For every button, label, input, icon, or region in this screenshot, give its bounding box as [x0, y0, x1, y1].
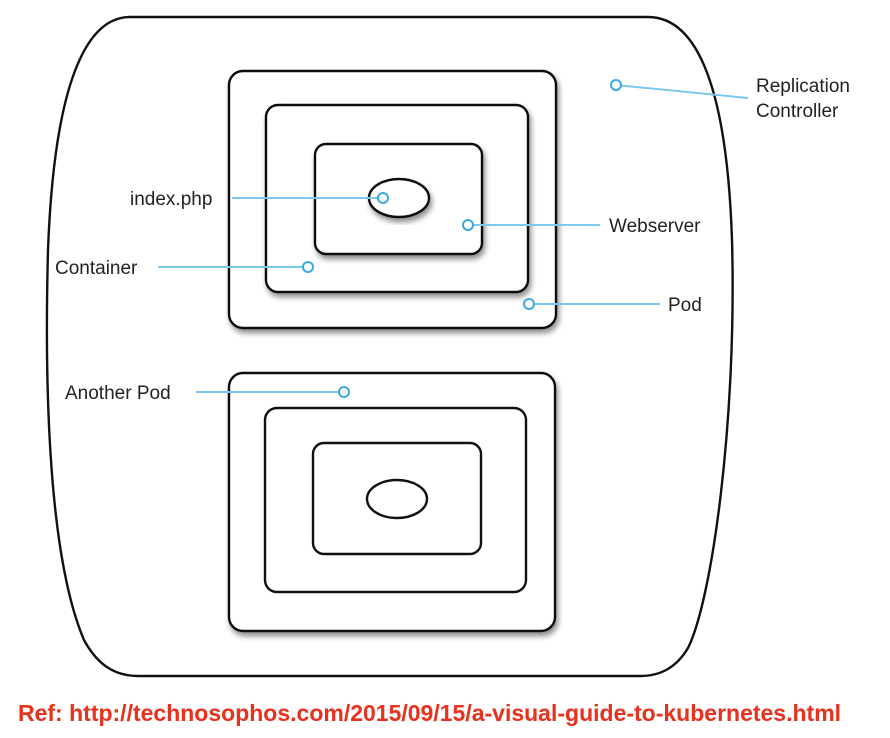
- replication-controller-shape: [45, 15, 734, 678]
- replication-controller-anchor: [610, 79, 622, 91]
- index-php-label: index.php: [130, 189, 212, 210]
- webserver-label: Webserver: [609, 216, 701, 237]
- pod-anchor: [523, 298, 535, 310]
- another-file-ellipse: [365, 478, 429, 520]
- container-anchor: [302, 261, 314, 273]
- webserver-anchor: [462, 219, 474, 231]
- replication-controller-leader: [615, 84, 749, 99]
- container-label: Container: [55, 258, 138, 279]
- replication-controller-label-line1: Replication: [756, 76, 850, 97]
- pod-label: Pod: [668, 295, 702, 316]
- another-pod-anchor: [338, 386, 350, 398]
- replication-controller-label-line2: Controller: [756, 101, 839, 122]
- reference-link-text: Ref: http://technosophos.com/2015/09/15/…: [18, 700, 842, 726]
- another-pod-label: Another Pod: [65, 383, 171, 404]
- index-php-anchor: [377, 192, 389, 204]
